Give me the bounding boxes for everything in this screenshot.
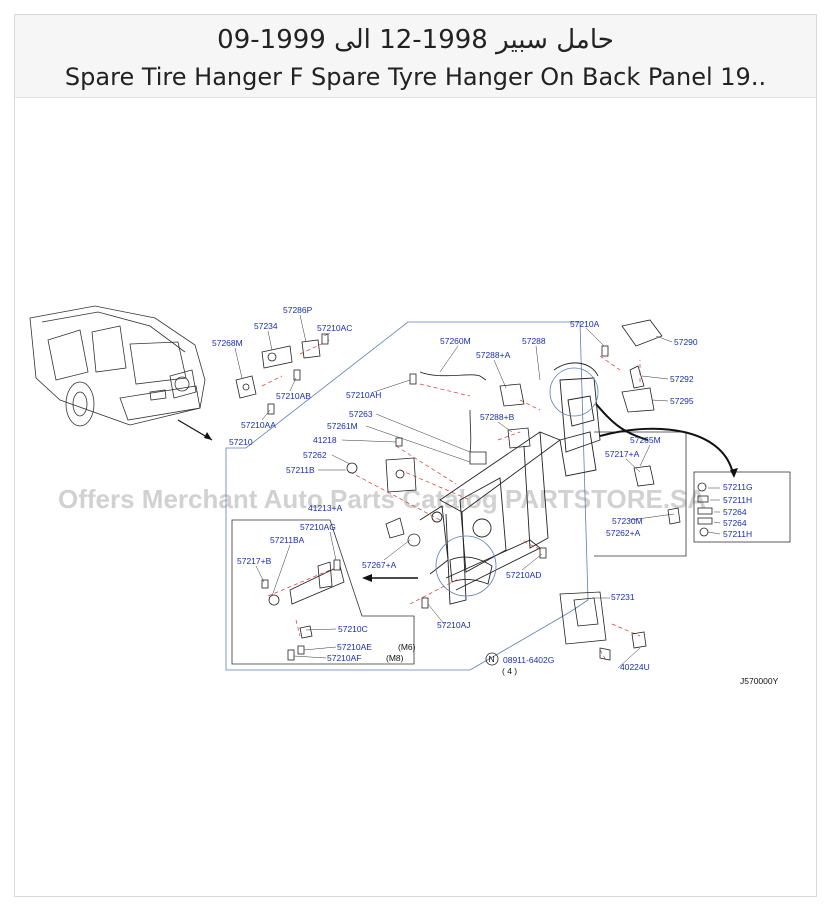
label-57211G[interactable]: 57211G: [723, 482, 753, 492]
component-shapes: [235, 319, 713, 661]
detail-circle-upper: [549, 367, 599, 417]
label-57210AH[interactable]: 57210AH: [346, 390, 381, 400]
label-57210A[interactable]: 57210A: [570, 319, 600, 329]
label-57263[interactable]: 57263: [349, 409, 373, 419]
label-quantity: ( 4 ): [502, 666, 517, 676]
label-57210AC[interactable]: 57210AC: [317, 323, 352, 333]
label-57210AJ[interactable]: 57210AJ: [437, 620, 471, 630]
label-40224U[interactable]: 40224U: [620, 662, 650, 672]
page-frame: حامل سبير 1998-12 الى 1999-09 Spare Tire…: [14, 14, 817, 897]
label-m8: (M8): [386, 653, 404, 663]
label-57210AD[interactable]: 57210AD: [506, 570, 541, 580]
group-outline-clips: [693, 471, 791, 543]
label-57211H[interactable]: 57211H: [723, 529, 752, 539]
group-outline-main: [225, 321, 589, 671]
label-57211B[interactable]: 57211B: [286, 465, 315, 475]
label-57210AF[interactable]: 57210AF: [327, 653, 362, 663]
label-57292[interactable]: 57292: [670, 374, 694, 384]
label-57210C[interactable]: 57210C: [338, 624, 368, 634]
label-57210[interactable]: 57210: [229, 437, 253, 447]
label-57261M[interactable]: 57261M: [327, 421, 358, 431]
label-m6: (M6): [398, 642, 416, 652]
label-57217B[interactable]: 57217+B: [237, 556, 272, 566]
page-header: حامل سبير 1998-12 الى 1999-09 Spare Tire…: [15, 15, 816, 98]
label-57231[interactable]: 57231: [611, 592, 635, 602]
label-57262[interactable]: 57262: [303, 450, 327, 460]
vehicle-illustration: [29, 305, 206, 427]
label-57210AG[interactable]: 57210AG: [300, 522, 336, 532]
label-57267A[interactable]: 57267+A: [362, 560, 397, 570]
label-57260M[interactable]: 57260M: [440, 336, 471, 346]
n-mark-circle: [485, 652, 499, 666]
label-n-mark: N: [489, 654, 495, 664]
label-57210AB[interactable]: 57210AB: [276, 391, 311, 401]
page-title-english: Spare Tire Hanger F Spare Tyre Hanger On…: [64, 63, 767, 91]
detail-circle-lower: [435, 535, 497, 597]
label-41213A[interactable]: 41213+A: [308, 503, 343, 513]
label-57234[interactable]: 57234: [254, 321, 278, 331]
hanger-frame-drawing: [419, 362, 601, 605]
diagram-code: J570000Y: [740, 676, 779, 686]
label-57217A[interactable]: 57217+A: [605, 449, 640, 459]
label-57211H-top[interactable]: 57211H: [723, 495, 752, 505]
leader-lines: [234, 314, 721, 669]
watermark-text: Offers Merchant Auto Parts Catalog PARTS…: [58, 484, 706, 514]
label-41218[interactable]: 41218: [313, 435, 337, 445]
label-57210AA[interactable]: 57210AA: [241, 420, 276, 430]
label-57286P[interactable]: 57286P: [283, 305, 313, 315]
part-labels: 57286P 57234 57210AC 57268M 57210AB 5721…: [212, 305, 779, 686]
page-title-arabic: حامل سبير 1998-12 الى 1999-09: [217, 25, 614, 55]
label-57268M[interactable]: 57268M: [212, 338, 243, 348]
label-08911-6402G[interactable]: 08911-6402G: [503, 655, 554, 665]
callout-arrow-to-clips: [599, 427, 733, 471]
label-57288B[interactable]: 57288+B: [480, 412, 515, 422]
group-outline-right: [594, 431, 687, 557]
label-57230M[interactable]: 57230M: [612, 516, 643, 526]
label-57290[interactable]: 57290: [674, 337, 698, 347]
label-57295[interactable]: 57295: [670, 396, 694, 406]
label-57288[interactable]: 57288: [522, 336, 546, 346]
label-57262A[interactable]: 57262+A: [606, 528, 641, 538]
label-57211BA[interactable]: 57211BA: [270, 535, 305, 545]
label-57264-b[interactable]: 57264: [723, 518, 747, 528]
label-57288A[interactable]: 57288+A: [476, 350, 511, 360]
group-outline-inset: [231, 519, 415, 665]
label-57210AE[interactable]: 57210AE: [337, 642, 372, 652]
label-57264-a[interactable]: 57264: [723, 507, 747, 517]
callout-arrow-to-57265M: [595, 403, 649, 441]
label-57265M[interactable]: 57265M: [630, 435, 661, 445]
bolts: [261, 333, 609, 661]
